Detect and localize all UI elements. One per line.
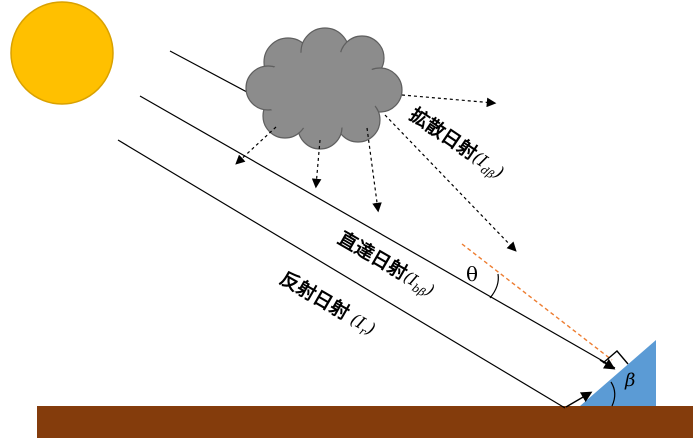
cloud-icon — [245, 27, 403, 150]
direct-ray-arrow — [599, 358, 616, 370]
panel-normal-line — [461, 243, 613, 361]
ground — [37, 406, 693, 438]
ray-reflected — [117, 139, 566, 409]
beta-symbol: β — [625, 370, 636, 391]
ray-direct — [139, 95, 616, 369]
theta-symbol: θ — [466, 262, 479, 286]
diffuse-scatter-arrows — [235, 94, 517, 252]
theta-arc — [489, 273, 499, 299]
reflected-ray-arrow — [565, 391, 593, 408]
solar-panel — [580, 340, 656, 406]
sun-icon — [10, 1, 114, 105]
beta-arc — [610, 381, 616, 407]
right-angle-marker — [602, 350, 629, 365]
